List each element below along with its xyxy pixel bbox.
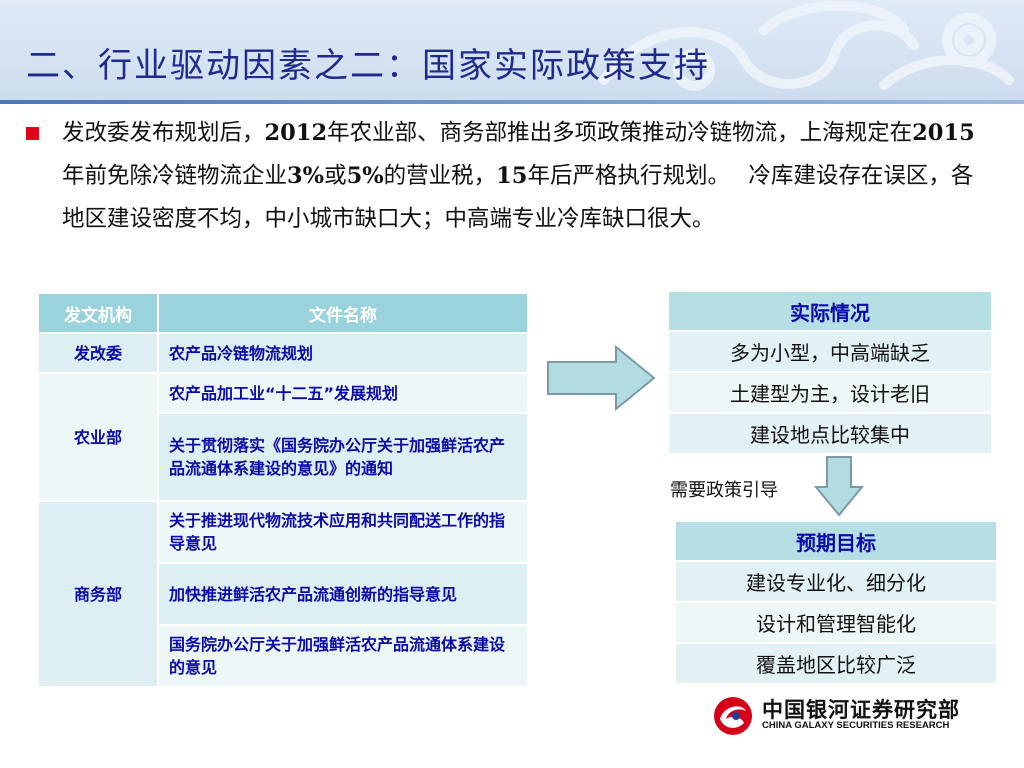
actual-situation-box: 实际情况 多为小型，中高端缺乏 土建型为主，设计老旧 建设地点比较集中: [669, 292, 991, 455]
paragraph-text-run: 2012: [264, 120, 328, 146]
slide-header: 二、行业驱动因素之二：国家实际政策支持: [0, 0, 1024, 104]
paragraph-text-run: 或: [324, 163, 347, 189]
company-logo: 中国银河证券研究部 CHINA GALAXY SECURITIES RESEAR…: [712, 693, 992, 743]
expected-goal-box: 预期目标 建设专业化、细分化 设计和管理智能化 覆盖地区比较广泛: [676, 522, 996, 685]
paragraph-text-run: 15: [496, 163, 528, 189]
galaxy-emblem-icon: [714, 697, 752, 735]
page-title: 二、行业驱动因素之二：国家实际政策支持: [26, 46, 710, 86]
down-arrow-icon: [814, 456, 864, 517]
paragraph-text-run: 5%: [346, 163, 384, 189]
expected-goal-item: 建设专业化、细分化: [676, 562, 996, 603]
paragraph-text-run: 年前免除冷链物流企业: [62, 163, 288, 189]
paragraph-text-run: 年后严格执行规划。 冷库建设存在误区，各地区建设密度不均，中小城市缺口大；中高端…: [62, 163, 974, 232]
actual-situation-item: 多为小型，中高端缺乏: [669, 332, 991, 373]
document-name-cell: 加快推进鲜活农产品流通创新的指导意见: [157, 562, 529, 626]
table-row: 农业部农产品加工业“十二五”发展规划: [37, 372, 529, 502]
expected-goal-heading: 预期目标: [676, 522, 996, 562]
table-row: 发改委农产品冷链物流规划: [37, 332, 529, 374]
table-row: 国务院办公厅关于加强鲜活农产品流通体系建设的意见: [38, 624, 529, 688]
paragraph-text-run: 3%: [287, 163, 325, 189]
issuer-cell: 农业部: [37, 372, 159, 502]
logo-name-cn: 中国银河证券研究部: [762, 698, 960, 722]
paragraph-text-run: 2015: [912, 120, 975, 146]
issuer-cell: 发改委: [37, 332, 159, 374]
logo-name-en: CHINA GALAXY SECURITIES RESEARCH: [762, 720, 950, 731]
actual-situation-heading: 实际情况: [669, 292, 991, 332]
document-name-cell: 农产品加工业“十二五”发展规划: [157, 372, 529, 414]
column-header-issuer: 发文机构: [37, 292, 159, 334]
table-row: 加快推进鲜活农产品流通创新的指导意见: [38, 562, 529, 626]
document-name-cell: 农产品冷链物流规划: [157, 332, 529, 374]
document-name-cell: 关于贯彻落实《国务院办公厅关于加强鲜活农产品流通体系建设的意见》的通知: [157, 412, 529, 502]
summary-paragraph: 发改委发布规划后，2012年农业部、商务部推出多项政策推动冷链物流，上海规定在2…: [62, 112, 992, 241]
expected-goal-item: 设计和管理智能化: [676, 603, 996, 644]
document-name-cell: 国务院办公厅关于加强鲜活农产品流通体系建设的意见: [157, 624, 529, 688]
table-row: 商务部关于推进现代物流技术应用和共同配送工作的指导意见: [37, 500, 529, 688]
policy-guidance-label: 需要政策引导: [670, 480, 778, 501]
issuer-cell: 商务部: [37, 500, 159, 688]
right-arrow-icon: [547, 345, 656, 411]
expected-goal-item: 覆盖地区比较广泛: [676, 644, 996, 685]
actual-situation-item: 土建型为主，设计老旧: [669, 373, 991, 414]
bullet-square-icon: [26, 127, 39, 140]
cloud-swirl-decoration: [599, 0, 1014, 91]
table-row: 关于贯彻落实《国务院办公厅关于加强鲜活农产品流通体系建设的意见》的通知: [38, 412, 529, 502]
paragraph-text-run: 的营业税，: [383, 163, 497, 189]
column-header-document: 文件名称: [157, 292, 529, 334]
paragraph-text-run: 年农业部、商务部推出多项政策推动冷链物流，上海规定在: [327, 120, 913, 146]
policy-document-table: 发文机构 文件名称 发改委农产品冷链物流规划农业部农产品加工业“十二五”发展规划…: [37, 292, 529, 688]
paragraph-text-run: 发改委发布规划后，: [62, 120, 265, 146]
header-divider: [0, 100, 1024, 104]
document-name-cell: 关于推进现代物流技术应用和共同配送工作的指导意见: [157, 500, 529, 564]
actual-situation-item: 建设地点比较集中: [669, 414, 991, 455]
